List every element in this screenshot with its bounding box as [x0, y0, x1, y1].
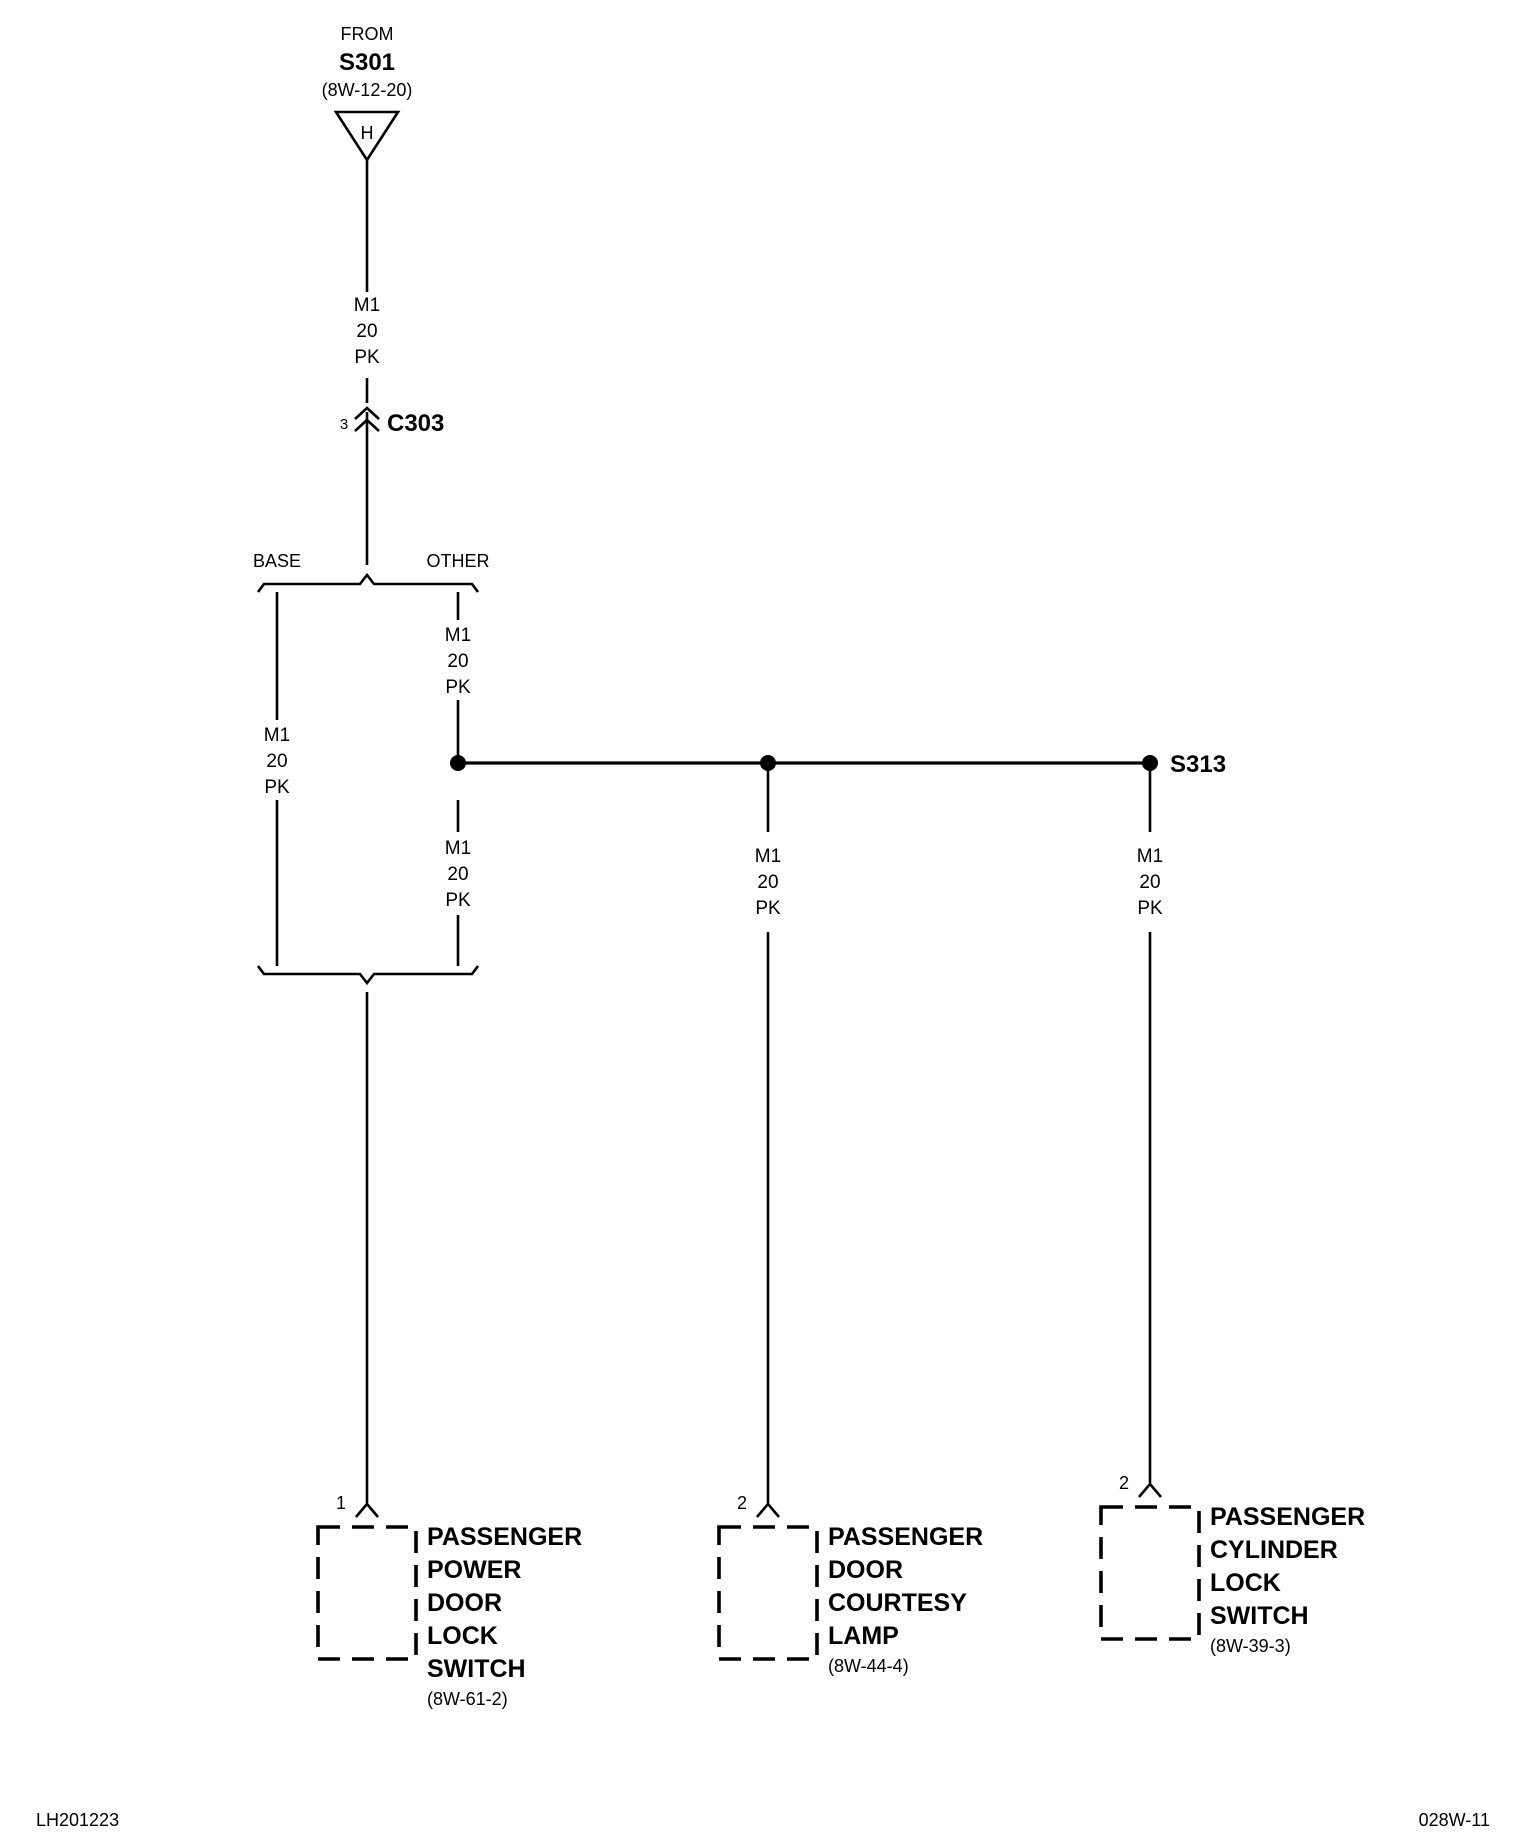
courtesy-wire-gauge: 20 [757, 872, 778, 893]
courtesy-lamp-name-line: LAMP [828, 1622, 899, 1650]
main-wire-color: PK [354, 347, 380, 368]
courtesy-lamp-pin-label: 2 [737, 1493, 747, 1513]
cylinder-switch-name-line: PASSENGER [1210, 1503, 1365, 1531]
main-wire-circuit: M1 [354, 295, 380, 316]
splice-dot-other [450, 755, 466, 771]
source-terminal-label: H [361, 123, 374, 143]
main-wire-gauge: 20 [356, 321, 377, 342]
other-upper-color: PK [445, 677, 471, 698]
splice-dot-courtesy [760, 755, 776, 771]
connector-pin-label: 3 [340, 416, 348, 433]
cylinder-switch-name-line: SWITCH [1210, 1602, 1309, 1630]
other-upper-gauge: 20 [447, 651, 468, 672]
option-base-label: BASE [253, 551, 301, 571]
courtesy-lamp-ref: (8W-44-4) [828, 1656, 909, 1676]
other-lower-gauge: 20 [447, 864, 468, 885]
splice-s313-label: S313 [1170, 751, 1226, 778]
cylinder-switch-ref: (8W-39-3) [1210, 1636, 1291, 1656]
courtesy-wire-circuit: M1 [755, 846, 781, 867]
courtesy-wire-color: PK [755, 898, 781, 919]
lock-switch-name-line: POWER [427, 1556, 521, 1584]
cylinder-wire-gauge: 20 [1139, 872, 1160, 893]
door-courtesy-lamp-box [717, 1525, 819, 1661]
other-upper-circuit: M1 [445, 625, 471, 646]
base-wire-color: PK [264, 777, 290, 798]
lock-switch-pin-chevron [355, 1501, 379, 1518]
from-label: FROM [341, 24, 394, 44]
cylinder-wire-circuit: M1 [1137, 846, 1163, 867]
cylinder-wire-color: PK [1137, 898, 1163, 919]
power-door-lock-switch-box [316, 1525, 418, 1661]
splice-dot-s313 [1142, 755, 1158, 771]
cylinder-lock-switch-box [1099, 1505, 1201, 1641]
other-lower-color: PK [445, 890, 471, 911]
lock-switch-name-line: PASSENGER [427, 1523, 582, 1551]
cylinder-switch-pin-label: 2 [1119, 1473, 1129, 1493]
lock-switch-pin-label: 1 [336, 1493, 346, 1513]
cylinder-switch-name-line: LOCK [1210, 1569, 1281, 1597]
cylinder-switch-name-line: CYLINDER [1210, 1536, 1338, 1564]
footer-left-code: LH201223 [36, 1810, 119, 1830]
courtesy-lamp-name-line: DOOR [828, 1556, 903, 1584]
cylinder-pin-chevron [1138, 1481, 1162, 1498]
connector-name-label: C303 [387, 410, 444, 437]
courtesy-lamp-name-line: PASSENGER [828, 1523, 983, 1551]
source-splice-label: S301 [339, 49, 395, 76]
option-other-label: OTHER [427, 551, 490, 571]
lock-switch-name-line: DOOR [427, 1589, 502, 1617]
other-lower-circuit: M1 [445, 838, 471, 859]
lock-switch-name-line: SWITCH [427, 1655, 526, 1683]
lock-switch-ref: (8W-61-2) [427, 1689, 508, 1709]
option-bracket-bottom [256, 965, 480, 986]
lock-switch-name-line: LOCK [427, 1622, 498, 1650]
courtesy-pin-chevron [756, 1501, 780, 1518]
footer-right-code: 028W-11 [1419, 1810, 1490, 1830]
option-bracket-top [256, 572, 480, 593]
source-ref-label: (8W-12-20) [322, 80, 413, 100]
courtesy-lamp-name-line: COURTESY [828, 1589, 967, 1617]
base-wire-gauge: 20 [266, 751, 287, 772]
base-wire-circuit: M1 [264, 725, 290, 746]
source-terminal-triangle [333, 110, 401, 163]
